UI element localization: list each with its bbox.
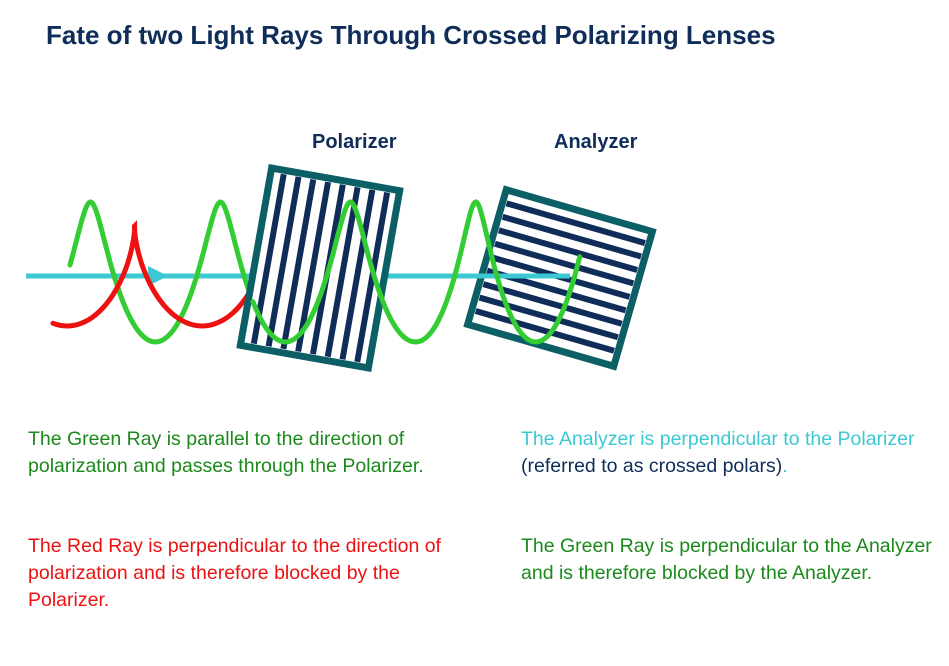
red-ray-polarizer-text: The Red Ray is perpendicular to the dire…	[28, 535, 441, 611]
analyzer-text-part-3: .	[782, 455, 788, 477]
page-title: Fate of two Light Rays Through Crossed P…	[46, 20, 776, 50]
green-ray-transmitted	[250, 199, 425, 345]
polarizer-filter	[236, 164, 404, 372]
polarizer-label: Polarizer	[312, 131, 397, 153]
polarizer-grating	[250, 173, 391, 363]
green-ray-analyzer-text: The Green Ray is perpendicular to the An…	[521, 535, 932, 584]
analyzer-label: Analyzer	[554, 131, 638, 153]
green-ray-polarizer-text: The Green Ray is parallel to the directi…	[28, 428, 424, 477]
analyzer-crossed-polars-text: The Analyzer is perpendicular to the Pol…	[521, 426, 941, 480]
analyzer-text-part-1: The Analyzer is perpendicular to the Pol…	[521, 428, 915, 450]
green-ray-incoming	[67, 199, 256, 345]
green-ray-blocked	[419, 199, 583, 345]
beam-arrow-icon	[148, 266, 168, 286]
analyzer-text-part-2: (referred to as crossed polars)	[521, 455, 783, 477]
